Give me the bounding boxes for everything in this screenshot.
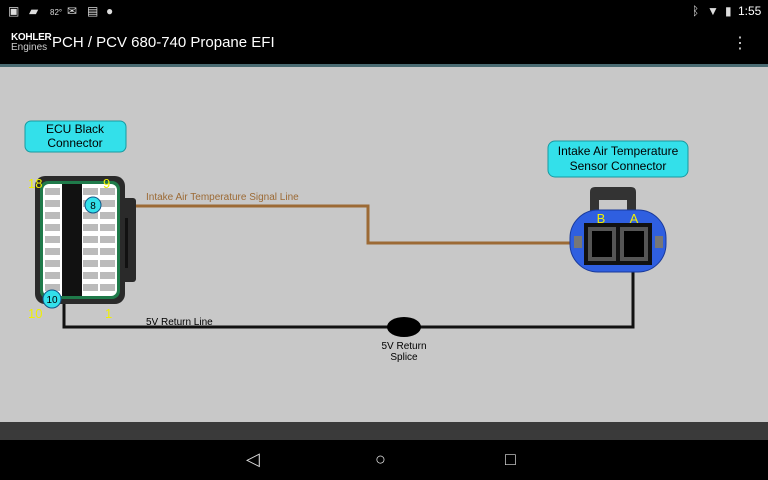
gmail-icon: ✉ [67, 4, 78, 18]
pin-1-number: 1 [105, 306, 112, 321]
pin-cavity [83, 260, 98, 267]
clipboard-icon: ▤ [87, 4, 99, 18]
recents-button[interactable]: □ [505, 449, 516, 469]
sensor-connector [569, 187, 667, 273]
return-wire [62, 268, 635, 329]
ecu-label-1: ECU Black [46, 122, 105, 136]
pin-18-number: 18 [28, 176, 42, 191]
status-bar: ▣ ▰ 82° ✉ ▤ ● ᛒ ▼ ▮ 1:55 [0, 0, 768, 24]
pin-cavity [100, 200, 115, 207]
kohler-logo: KOHLER Engines [11, 32, 52, 53]
sensor-label-2: Sensor Connector [570, 159, 667, 173]
pin-cavity [83, 272, 98, 279]
pin-cavity [83, 236, 98, 243]
navigation-bar: ◁ ○ □ [0, 440, 768, 480]
pin-cavity [45, 260, 60, 267]
pin-cavity [45, 248, 60, 255]
ecu-label-2: Connector [47, 136, 102, 150]
pin-cavity [83, 248, 98, 255]
ecu-label-bubble [24, 120, 127, 153]
pin-8-marker [84, 196, 102, 214]
page-title: PCH / PCV 680-740 Propane EFI [52, 34, 275, 51]
pin-cavity [100, 272, 115, 279]
ecu-connector: 8 10 [35, 176, 136, 309]
pin-cavity [83, 212, 98, 219]
pin-cavity [100, 212, 115, 219]
splice-label-2: Splice [390, 352, 418, 363]
splice-icon [387, 317, 421, 337]
clock: 1:55 [738, 4, 762, 18]
splice-label-1: 5V Return [381, 341, 426, 352]
pin-cavity [100, 236, 115, 243]
pin-cavity [100, 260, 115, 267]
battery-icon: ▮ [725, 4, 732, 18]
car-icon: ▰ [29, 4, 39, 18]
pin-10-number: 10 [28, 306, 42, 321]
pin-cavity [45, 224, 60, 231]
pin-cavity [83, 188, 98, 195]
logo-line2: Engines [11, 42, 48, 53]
weather-icon: 82° [50, 8, 63, 17]
pin-cavity [83, 224, 98, 231]
pin-cavity [45, 236, 60, 243]
pin-cavity [100, 224, 115, 231]
sensor-pin-b: B [597, 211, 606, 226]
screenshot-icon: ▣ [8, 4, 20, 18]
sensor-label-bubble [547, 140, 689, 178]
return-line-label: 5V Return Line [146, 317, 213, 328]
pin-10-marker [42, 289, 62, 309]
pin-cavity [45, 188, 60, 195]
app-bar: KOHLER Engines PCH / PCV 680-740 Propane… [0, 24, 768, 64]
pin-cavity [83, 284, 98, 291]
bluetooth-icon: ᛒ [692, 4, 700, 18]
bottom-strip [0, 422, 768, 440]
wifi-icon: ▼ [707, 4, 719, 18]
pin-cavity [45, 272, 60, 279]
sensor-pin-a: A [630, 211, 639, 226]
home-button[interactable]: ○ [375, 449, 386, 469]
pin-8-label: 8 [90, 201, 96, 212]
pin-9-number: 9 [103, 176, 110, 191]
overflow-menu-icon[interactable]: ⋮ [732, 35, 748, 52]
signal-wire [100, 204, 580, 245]
signal-line-label: Intake Air Temperature Signal Line [146, 192, 299, 203]
wiring-diagram: Intake Air Temperature Signal Line 5V Re… [0, 64, 768, 422]
pin-10-label: 10 [46, 295, 58, 306]
pin-cavity [45, 284, 60, 291]
pin-cavity [100, 284, 115, 291]
pin-cavity [100, 248, 115, 255]
logo-line1: KOHLER [11, 32, 52, 43]
sensor-label-1: Intake Air Temperature [558, 144, 679, 158]
pin-cavity [45, 200, 60, 207]
pin-cavity [45, 212, 60, 219]
android-icon: ● [106, 4, 114, 18]
pin-cavity [100, 188, 115, 195]
back-button[interactable]: ◁ [246, 449, 260, 469]
